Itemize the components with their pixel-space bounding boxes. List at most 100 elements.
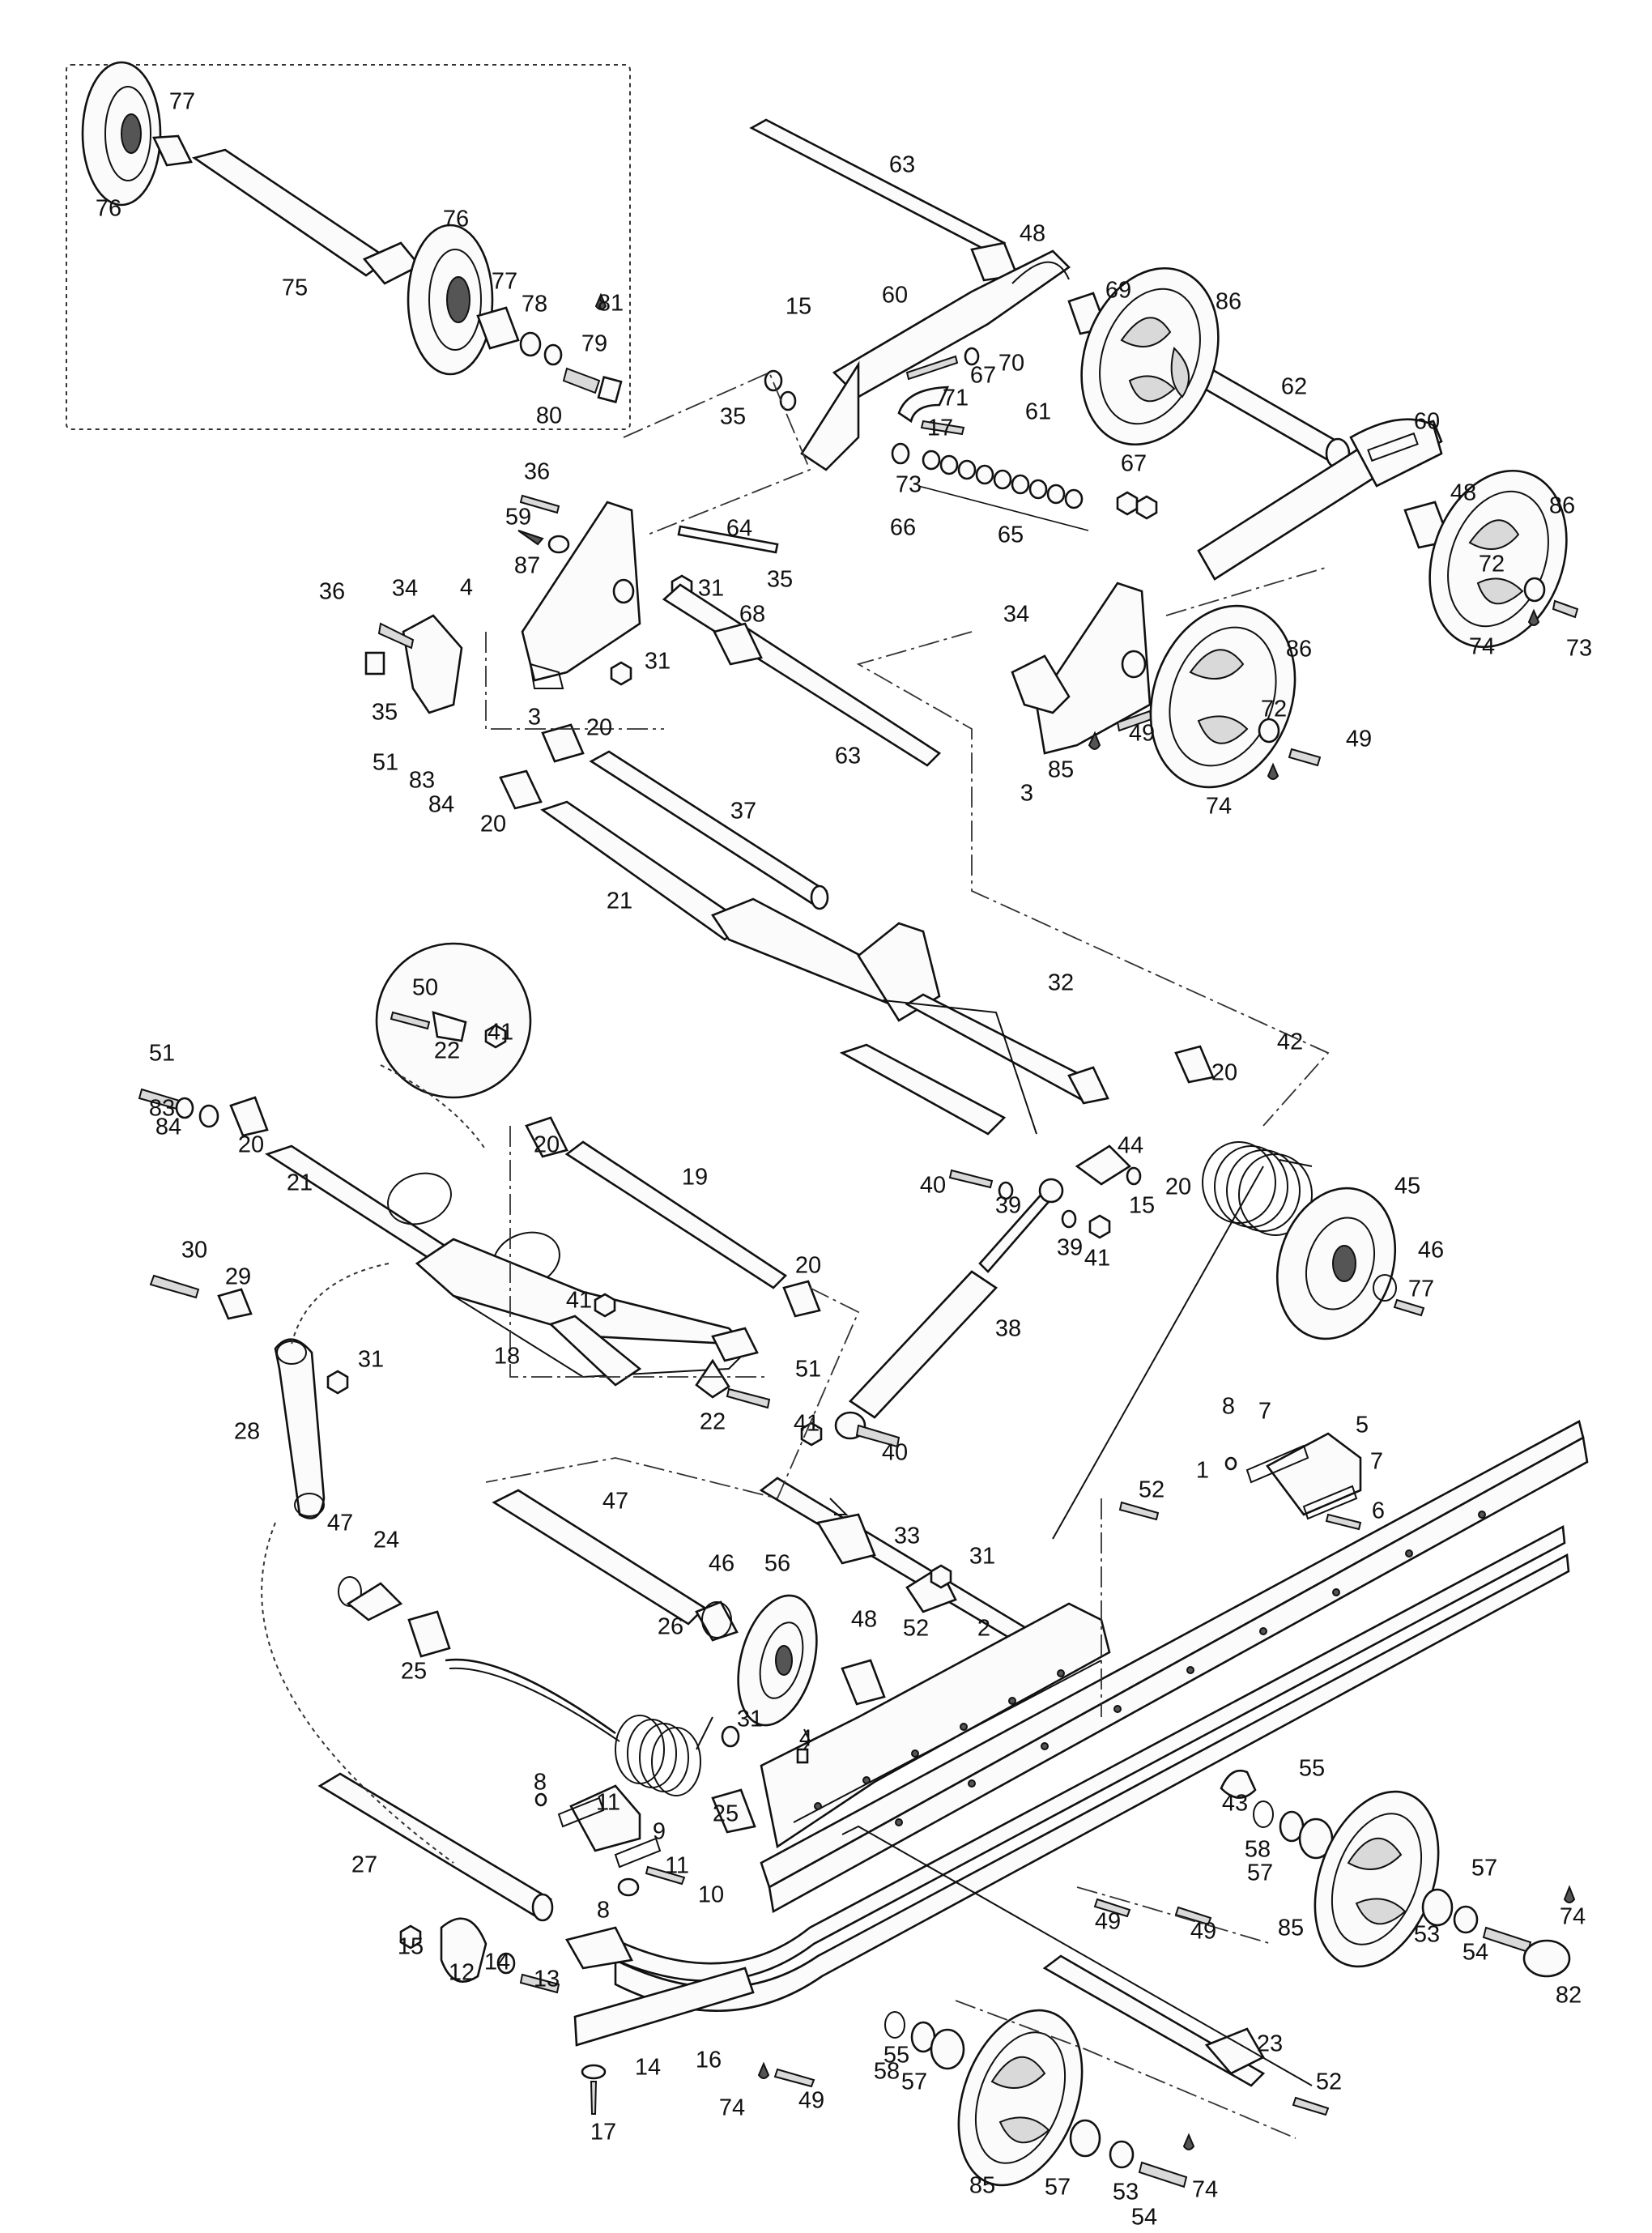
- part-callout-59: 59: [505, 505, 531, 531]
- part-callout-7: 7: [1370, 1449, 1383, 1475]
- part-callout-28: 28: [234, 1419, 260, 1445]
- part-callout-20: 20: [480, 812, 506, 837]
- inset-box: [66, 61, 631, 430]
- part-callout-20: 20: [1211, 1060, 1237, 1086]
- part-callout-8: 8: [597, 1898, 610, 1924]
- part-callout-21: 21: [607, 889, 632, 914]
- part-callout-49: 49: [1346, 727, 1372, 752]
- part-callout-36: 36: [319, 579, 345, 605]
- part-callout-8: 8: [534, 1770, 547, 1796]
- part-callout-25: 25: [713, 1801, 739, 1827]
- part-callout-3: 3: [1020, 781, 1033, 807]
- part-callout-9: 9: [653, 1819, 666, 1845]
- part-callout-52: 52: [903, 1616, 929, 1642]
- part-callout-49: 49: [798, 2088, 824, 2114]
- part-callout-27: 27: [351, 1852, 377, 1878]
- part-callout-77: 77: [1408, 1276, 1434, 1302]
- part-callout-2: 2: [977, 1616, 990, 1642]
- torsion-spring-lower: [338, 1576, 756, 1834]
- part-callout-20: 20: [238, 1132, 264, 1158]
- part-callout-44: 44: [1118, 1133, 1143, 1159]
- lower-idler-wheels: [757, 1790, 1576, 2188]
- part-callout-73: 73: [1566, 636, 1592, 662]
- rear-arm: [499, 723, 1215, 1136]
- part-callout-49: 49: [1095, 1909, 1121, 1935]
- part-callout-69: 69: [1105, 278, 1131, 304]
- part-callout-52: 52: [1316, 2069, 1342, 2095]
- part-callout-74: 74: [719, 2095, 745, 2121]
- part-callout-85: 85: [969, 2173, 995, 2199]
- part-callout-48: 48: [1020, 221, 1045, 247]
- part-callout-83: 83: [149, 1096, 175, 1122]
- phantom-lines: [261, 371, 1330, 2139]
- part-callout-11: 11: [596, 1790, 620, 1816]
- part-callout-41: 41: [566, 1288, 592, 1314]
- part-callout-14: 14: [484, 1950, 510, 1975]
- part-callout-77: 77: [492, 269, 517, 295]
- part-callout-35: 35: [720, 404, 746, 430]
- part-callout-41: 41: [794, 1411, 820, 1437]
- part-callout-50: 50: [412, 975, 438, 1001]
- part-callout-64: 64: [726, 516, 752, 542]
- part-callout-48: 48: [1450, 480, 1476, 506]
- part-callout-31: 31: [698, 576, 724, 602]
- part-callout-29: 29: [225, 1264, 251, 1290]
- part-callout-76: 76: [443, 207, 469, 232]
- part-callout-5: 5: [1356, 1413, 1369, 1438]
- part-callout-46: 46: [1418, 1238, 1444, 1264]
- part-callout-78: 78: [522, 292, 547, 317]
- part-callout-68: 68: [739, 602, 765, 628]
- rear-axle-assembly: [749, 118, 1579, 649]
- side-brackets: [364, 369, 1322, 789]
- part-callout-4: 4: [460, 575, 473, 601]
- part-callout-70: 70: [998, 351, 1024, 377]
- part-callout-49: 49: [1190, 1919, 1216, 1945]
- part-callout-15: 15: [1129, 1193, 1155, 1219]
- part-callout-1: 1: [1196, 1458, 1209, 1484]
- part-callout-49: 49: [1129, 721, 1155, 747]
- part-callout-38: 38: [995, 1316, 1021, 1342]
- part-callout-85: 85: [1048, 757, 1074, 783]
- part-callout-42: 42: [1277, 1029, 1303, 1055]
- part-callout-86: 86: [1216, 289, 1241, 315]
- part-callout-51: 51: [795, 1357, 821, 1383]
- part-callout-51: 51: [373, 750, 398, 776]
- middle-shaft: [492, 1477, 1055, 1727]
- front-cross-shaft: [662, 583, 942, 767]
- part-callout-71: 71: [943, 386, 969, 411]
- part-callout-76: 76: [96, 196, 121, 222]
- part-callout-11: 11: [665, 1853, 689, 1879]
- part-callout-6: 6: [1372, 1498, 1385, 1524]
- slide-rails: [565, 1420, 1589, 2116]
- part-callout-8: 8: [1222, 1394, 1235, 1420]
- part-callout-75: 75: [282, 275, 308, 301]
- bumper-bracket: [534, 1432, 1362, 1897]
- part-callout-32: 32: [1048, 970, 1074, 996]
- part-callout-63: 63: [835, 744, 861, 769]
- part-callout-66: 66: [890, 515, 916, 541]
- part-callout-4: 4: [799, 1726, 812, 1752]
- part-callout-58: 58: [874, 2059, 900, 2085]
- part-callout-79: 79: [581, 331, 607, 357]
- part-callout-65: 65: [998, 522, 1024, 548]
- part-callout-34: 34: [1003, 602, 1029, 628]
- part-callout-40: 40: [920, 1173, 946, 1199]
- part-callout-26: 26: [658, 1614, 683, 1640]
- part-callout-57: 57: [1247, 1860, 1273, 1886]
- part-callout-15: 15: [786, 294, 811, 320]
- part-callout-14: 14: [635, 2055, 661, 2081]
- part-callout-3: 3: [528, 705, 541, 731]
- front-idler-shaft: [317, 1772, 1313, 2115]
- part-callout-60: 60: [1414, 409, 1440, 435]
- part-callout-51: 51: [149, 1041, 175, 1067]
- part-callout-16: 16: [696, 2048, 722, 2073]
- part-callout-85: 85: [1278, 1916, 1304, 1941]
- part-callout-77: 77: [169, 89, 195, 115]
- part-callout-30: 30: [181, 1238, 207, 1264]
- part-callout-54: 54: [1131, 2205, 1157, 2231]
- part-callout-87: 87: [514, 553, 540, 579]
- part-callout-62: 62: [1281, 374, 1307, 400]
- part-callout-34: 34: [392, 576, 418, 602]
